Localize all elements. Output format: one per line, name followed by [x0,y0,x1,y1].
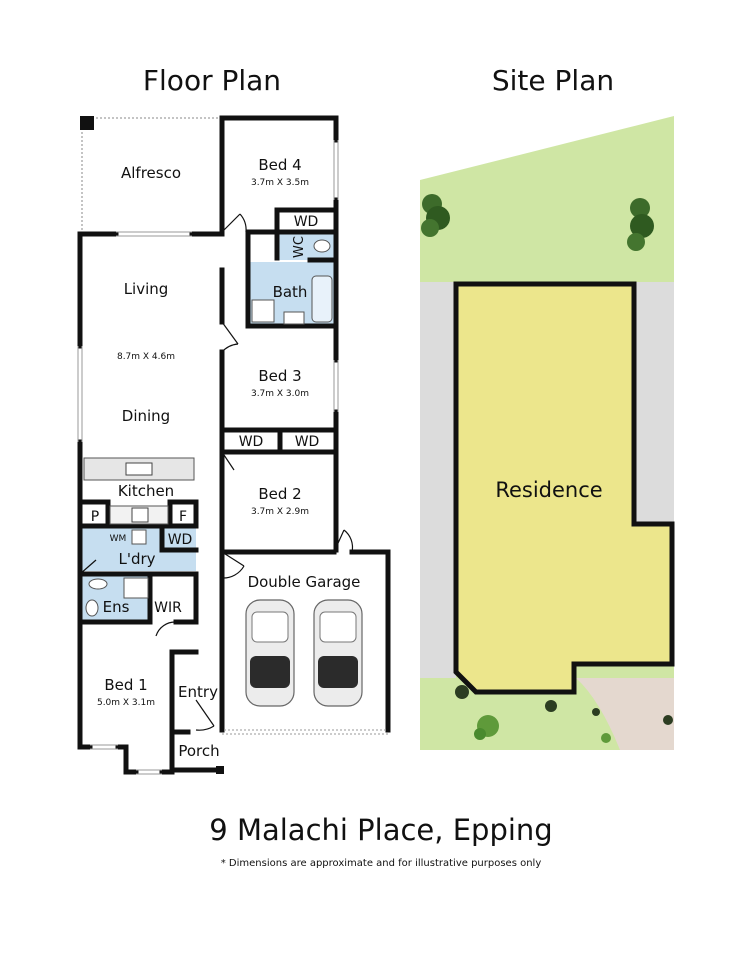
site-residence-label: Residence [495,478,602,502]
porch-post [216,766,224,774]
room-bed2-dimensions: 3.7m X 2.9m [251,507,309,517]
bath-shower [251,299,275,323]
laundry-tub [131,529,147,545]
floor-plan-heading: Floor Plan [143,64,281,97]
room-bed1-dimensions: 5.0m X 3.1m [97,698,155,708]
room-dining-label: Dining [122,407,170,425]
site-trees [421,194,673,743]
ensuite-basin [88,578,108,590]
wd-bed4-label: WD [294,214,319,230]
bathtub [311,275,333,323]
site-driveway [576,678,674,750]
site-residence [453,281,675,695]
bath-basin [283,311,305,325]
kitchen-sink [125,462,153,476]
alfresco-outline [81,117,222,232]
wir-label: WIR [154,600,182,616]
wc-label: WC [292,236,307,258]
wd-laundry-label: WD [168,532,193,548]
porch-label: Porch [178,742,219,760]
room-garage-label: Double Garage [248,573,361,591]
room-bed4-dimensions: 3.7m X 3.5m [251,178,309,188]
wd-bed3-b-label: WD [295,434,320,450]
room-bed2-label: Bed 2 [258,485,301,503]
site-plan: Residence [420,116,675,750]
site-path-right [634,282,674,522]
ensuite-toilet [85,599,99,617]
windows [77,140,388,775]
room-bed4-label: Bed 4 [258,156,301,174]
room-living-label: Living [124,280,169,298]
ensuite-shower [123,577,149,599]
alfresco-post [80,116,94,130]
room-kitchen-label: Kitchen [118,482,174,500]
room-alfresco-label: Alfresco [121,164,181,182]
ensuite-label: Ens [103,598,130,616]
wm-label: WM [110,534,127,544]
car-right [313,599,363,707]
toilet-wc [313,239,331,253]
bath-label: Bath [273,283,308,301]
address-title: 9 Malachi Place, Epping [209,813,552,847]
doors [79,213,354,731]
car-left [245,599,295,707]
disclaimer-note: * Dimensions are approximate and for ill… [221,858,542,869]
site-path-left [420,282,456,678]
floor-plan: Alfresco Bed 4 3.7m X 3.5m WD WC Bath Li… [77,115,391,775]
room-living-dimensions: 8.7m X 4.6m [117,352,175,362]
site-plan-heading: Site Plan [492,64,614,97]
pantry-label: P [91,509,99,525]
room-bed1-label: Bed 1 [104,676,147,694]
entry-label: Entry [178,683,218,701]
laundry-label: L'dry [118,550,155,568]
fridge-label: F [179,509,187,525]
room-bed3-label: Bed 3 [258,367,301,385]
garage-cars [245,599,363,707]
wd-bed3-a-label: WD [239,434,264,450]
cooktop [131,507,149,523]
room-bed3-dimensions: 3.7m X 3.0m [251,389,309,399]
